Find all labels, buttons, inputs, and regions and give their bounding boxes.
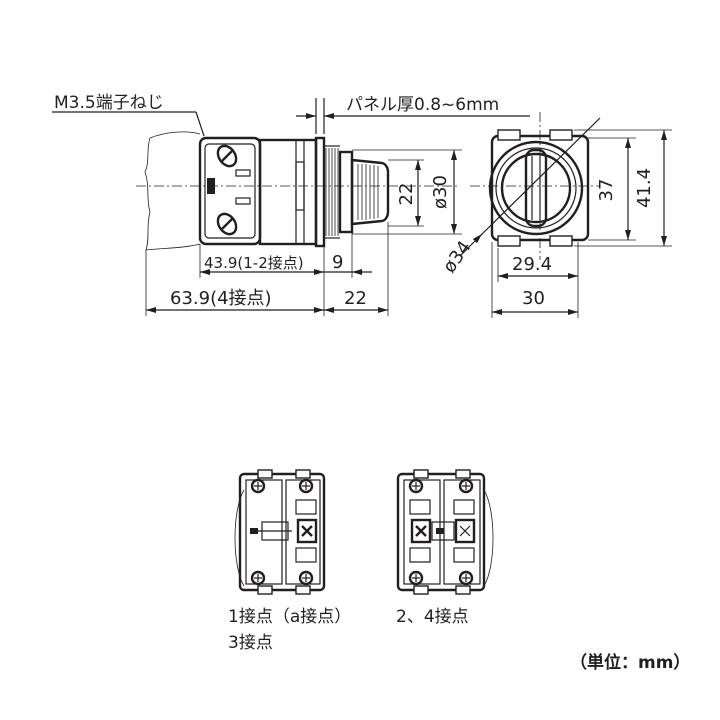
caption-1-contact: 1接点（a接点） xyxy=(228,607,351,627)
side-view: M3.5端子ねじ パネル厚0.8~6mm 22 ø30 43.9(1-2接点) … xyxy=(52,93,530,316)
bezel-diameter-dim: ø30 xyxy=(430,175,451,209)
caption-3-contact: 3接点 xyxy=(228,633,273,653)
caption-2-4-contact: 2、4接点 xyxy=(396,607,469,627)
front-view: ø34 37 41.4 29.4 30 xyxy=(439,112,672,318)
knob-diameter-dim: 22 xyxy=(396,183,417,206)
panel-thickness-label: パネル厚0.8~6mm xyxy=(346,95,499,115)
terminal-screw-label: M3.5端子ねじ xyxy=(54,93,164,113)
contact-1-2-length-dim: 43.9(1-2接点) xyxy=(204,254,304,272)
rear-view-1-contact xyxy=(234,469,326,595)
front-diameter-dim: ø34 xyxy=(439,237,476,277)
rear-view-2-4-contact xyxy=(396,469,494,595)
knob-length-dim: 22 xyxy=(344,288,367,309)
unit-note: （単位：mm） xyxy=(570,652,690,673)
front-height-41-dim: 41.4 xyxy=(634,168,655,208)
front-height-37-dim: 37 xyxy=(596,179,617,202)
front-width-30-dim: 30 xyxy=(522,288,545,309)
contact-4-length-dim: 63.9(4接点) xyxy=(170,288,272,309)
bezel-9-dim: 9 xyxy=(332,252,343,273)
front-width-29-dim: 29.4 xyxy=(512,254,552,275)
